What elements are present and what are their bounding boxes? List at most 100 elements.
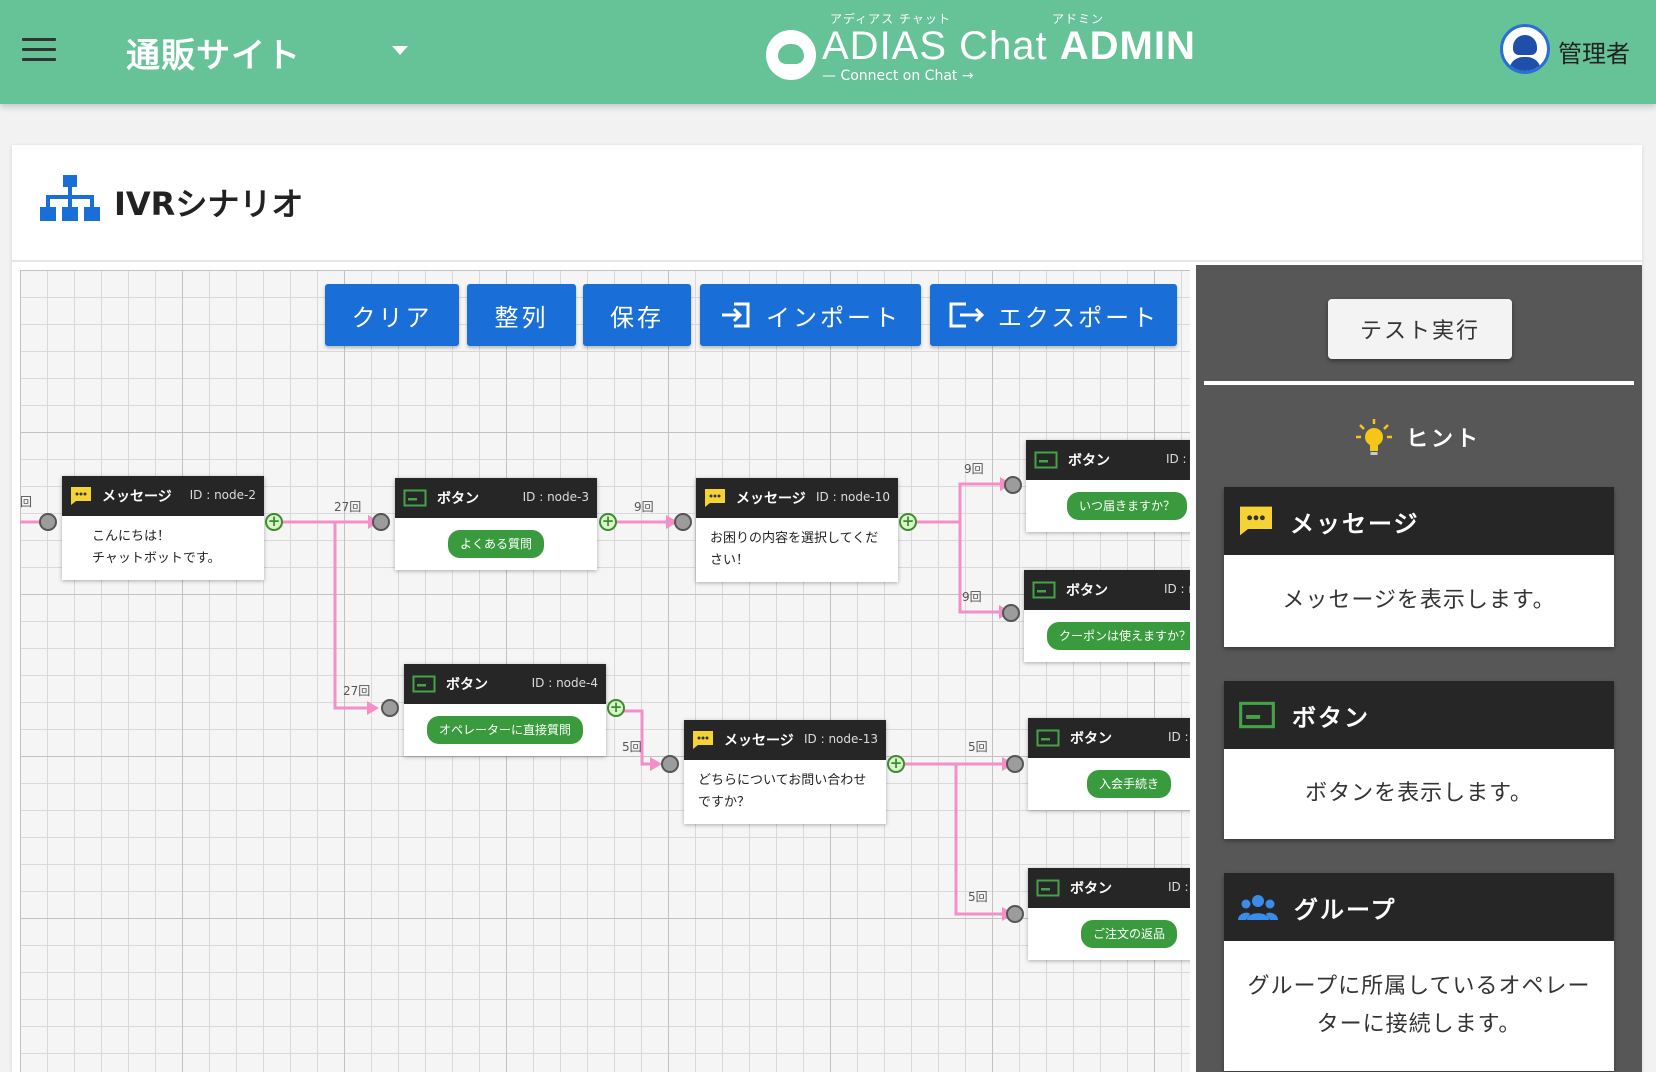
node-button-pill[interactable]: クーポンは使えますか？ [1046,622,1190,650]
site-dropdown-icon[interactable] [392,46,408,55]
node-button-pill[interactable]: よくある質問 [447,530,544,558]
hint-heading: ヒント [1354,417,1481,457]
message-icon [71,487,91,505]
node-id-label: ID : node-10 [816,490,890,504]
flow-node-message[interactable]: メッセージ ID : node-13 どちらについてお問い合わせですか？ [684,720,886,824]
logo-name-main: ADIAS Chat [822,24,1048,68]
node-output-port-icon[interactable]: + [899,513,917,531]
node-id-label: ID : node-2 [189,488,256,502]
node-output-port-icon[interactable]: + [599,513,617,531]
button-icon [1036,729,1060,747]
clear-button[interactable]: クリア [325,284,459,346]
button-icon [403,489,427,507]
message-icon [693,731,713,749]
node-id-label: ID : node-3 [522,490,589,504]
logo-name-admin: ADMIN [1059,24,1196,68]
node-type-label: メッセージ [724,733,794,749]
logo-ruby-admin: アドミン [1052,12,1105,26]
logo-ruby-main: アディアス チャット [830,12,951,26]
hint-card-desc: ボタンを表示します。 [1305,781,1533,806]
node-output-port-icon[interactable]: + [887,755,905,773]
hint-card-message[interactable]: メッセージ メッセージを表示します。 [1224,487,1614,647]
node-input-port[interactable] [1006,905,1024,923]
app-header: 通販サイト アディアス チャット アドミン ADIAS Chat ADMIN —… [0,0,1656,104]
message-icon [1240,506,1272,536]
hint-card-title: ボタン [1292,703,1370,732]
sidebar-divider [1204,381,1634,385]
node-button-pill[interactable]: いつ届きますか？ [1066,492,1187,520]
flow-node-button[interactable]: ボタン ID : n 入会手続き [1028,718,1190,810]
edge-count-label: 9回 [964,462,984,476]
import-label: インポート [766,303,901,332]
node-input-port[interactable] [372,513,390,531]
node-input-port[interactable] [1006,755,1024,773]
hint-card-group[interactable]: グループ グループに所属しているオペレーターに接続します。 [1224,873,1614,1071]
edge-count-label: 5回 [968,740,988,754]
node-output-port-icon[interactable]: + [607,699,625,717]
node-input-port[interactable] [381,699,399,717]
message-icon [705,489,725,507]
logo-tagline: — Connect on Chat → [822,68,974,84]
hint-card-desc: グループに所属しているオペレーターに接続します。 [1247,974,1591,1037]
avatar[interactable] [1500,24,1550,74]
hint-card-desc: メッセージを表示します。 [1282,588,1556,613]
node-type-label: ボタン [1068,453,1110,469]
edge-count-label: 9回 [634,500,654,514]
logo: アディアス チャット アドミン ADIAS Chat ADMIN — Conne… [762,8,1195,88]
flow-node-button[interactable]: ボタン ID : n ご注文の返品 [1028,868,1190,960]
node-text: お困りの内容を選択してください！ [710,531,879,568]
edge-count-label: 9回 [962,590,982,604]
test-run-button[interactable]: テスト実行 [1328,299,1512,359]
node-type-label: ボタン [1070,881,1112,897]
flow-canvas[interactable]: クリア 整列 保存 インポート エクスポート [20,270,1190,1072]
connection-lines [20,477,1014,921]
lightbulb-icon [1356,419,1392,455]
node-text: どちらについてお問い合わせですか？ [698,773,867,810]
node-output-port-icon[interactable]: + [265,513,283,531]
edge-count-label: 27回 [343,684,371,698]
edge-count-label: 27回 [334,500,362,514]
node-type-label: ボタン [1070,731,1112,747]
save-button[interactable]: 保存 [583,284,691,346]
button-icon [412,675,436,693]
button-icon [1239,701,1275,729]
node-button-pill[interactable]: 入会手続き [1086,770,1171,798]
node-button-pill[interactable]: ご注文の返品 [1080,920,1177,948]
hint-card-button[interactable]: ボタン ボタンを表示します。 [1224,681,1614,839]
node-input-port[interactable] [661,755,679,773]
group-icon [1238,895,1278,920]
node-input-port[interactable] [39,513,57,531]
page-title: IVRシナリオ [114,185,304,223]
node-input-port[interactable] [1002,604,1020,622]
sitemap-icon [40,175,100,221]
node-id-label: ID : n [1167,730,1190,744]
export-label: エクスポート [997,303,1160,332]
button-icon [1036,879,1060,897]
flow-node-button[interactable]: ボタン ID : n クーポンは使えますか？ [1024,570,1190,662]
node-type-label: ボタン [1066,583,1108,599]
export-button[interactable]: エクスポート [930,284,1177,346]
user-name[interactable]: 管理者 [1558,40,1630,68]
node-input-port[interactable] [1004,476,1022,494]
flow-node-button[interactable]: ボタン ID : node-4 オペレーターに直接質問 [404,664,606,756]
logo-name: ADIAS Chat ADMIN [822,24,1196,69]
hint-sidebar: テスト実行 ヒント メッセージ メッセージを表示します。 ボタン ボタンを表示し… [1196,265,1642,1072]
site-name[interactable]: 通販サイト [126,36,301,76]
flow-node-message[interactable]: メッセージ ID : node-2 こんにちは！ チャットボットです。 [62,476,264,580]
flow-node-button[interactable]: ボタン ID : node-3 よくある質問 [395,478,597,570]
import-button[interactable]: インポート [700,284,921,346]
node-type-label: メッセージ [736,491,806,507]
edge-count-label: 5回 [968,890,988,904]
node-id-label: ID : n [1165,452,1190,466]
menu-icon[interactable] [22,38,56,62]
hint-card-title: グループ [1294,895,1397,924]
flow-node-button[interactable]: ボタン ID : n いつ届きますか？ [1026,440,1190,532]
node-input-port[interactable] [674,513,692,531]
align-button[interactable]: 整列 [467,284,576,346]
node-text: こんにちは！ チャットボットです。 [92,529,221,566]
node-button-pill[interactable]: オペレーターに直接質問 [426,716,583,744]
import-icon [722,302,750,328]
node-id-label: ID : node-4 [531,676,598,690]
flow-node-message[interactable]: メッセージ ID : node-10 お困りの内容を選択してください！ [696,478,898,582]
node-id-label: ID : n [1167,880,1190,894]
